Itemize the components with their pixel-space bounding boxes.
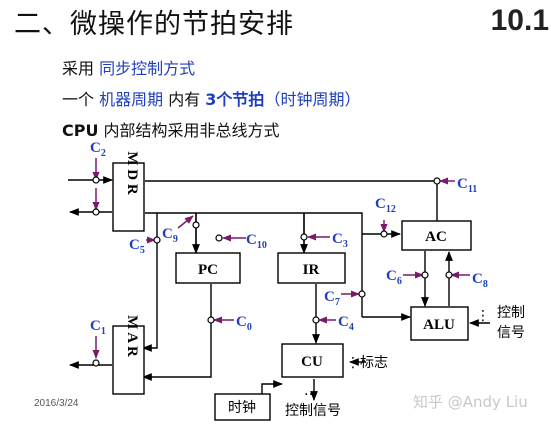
- data-lines: [68, 176, 490, 405]
- label-c9: C9: [162, 226, 178, 245]
- ir-label: IR: [303, 262, 320, 278]
- alu-control-label-top: 控制: [497, 305, 525, 321]
- flag-label: 标志: [360, 355, 388, 371]
- label-c0: C0: [236, 314, 252, 333]
- control-labels: C2 C9 C5 C10 C3 C12 C11 C6 C8 C7 C0 C4 C…: [90, 140, 488, 337]
- bullet-text: 内有: [163, 90, 206, 109]
- label-c7: C7: [324, 289, 340, 308]
- slide-title: 二、微操作的节拍安排: [14, 9, 294, 40]
- slide-date: 2016/3/24: [34, 398, 79, 409]
- alu-label: ALU: [423, 317, 455, 333]
- ir-register: [277, 252, 346, 284]
- bullet-highlight: 同步控制方式: [99, 59, 196, 78]
- mdr-label: M D R: [124, 151, 140, 194]
- label-c5: C5: [129, 237, 145, 256]
- alu-unit: [410, 306, 469, 341]
- bullet-highlight: （时钟周期）: [264, 90, 361, 109]
- bullet-sync-control: 采用 同步控制方式: [62, 55, 195, 79]
- mar-label: M A R: [124, 315, 140, 357]
- ac-register: [401, 220, 472, 251]
- label-c8: C8: [472, 271, 488, 290]
- section-number: 10.1: [490, 4, 549, 37]
- dots-alu: ⋮: [476, 308, 490, 324]
- bullet-highlight: 3个节拍: [205, 90, 265, 109]
- bullet-machine-cycle: 一个 机器周期 内有 3个节拍（时钟周期）: [62, 86, 360, 110]
- label-c10: C10: [246, 232, 267, 251]
- label-c1: C1: [90, 318, 106, 337]
- label-c12: C12: [375, 196, 396, 215]
- dots-flag: ⋮: [346, 355, 360, 371]
- junction-dots: [92, 176, 453, 367]
- bullet-text: 内部结构采用非总线方式: [98, 121, 280, 140]
- mdr-register: [112, 162, 145, 232]
- label-c11: C11: [457, 176, 477, 195]
- watermark: 知乎 @Andy Liu: [413, 393, 528, 411]
- cu-label: CU: [301, 354, 323, 370]
- label-c2: C2: [90, 140, 106, 159]
- bullet-cpu: CPU: [62, 121, 99, 140]
- clock-unit: [214, 393, 271, 421]
- label-c3: C3: [332, 231, 348, 250]
- bullet-text: 一个: [62, 90, 100, 109]
- label-c4: C4: [338, 314, 354, 333]
- clock-label: 时钟: [228, 399, 256, 416]
- dots-cu-out: …: [304, 383, 318, 399]
- control-signals-label: 控制信号: [285, 403, 341, 419]
- control-signal-arrows: [92, 158, 470, 359]
- pc-label: PC: [198, 262, 218, 278]
- ac-label: AC: [425, 229, 447, 245]
- mar-register: [112, 325, 145, 395]
- pc-register: [175, 252, 241, 284]
- bullet-highlight: 机器周期: [99, 90, 164, 109]
- cu-unit: [281, 343, 344, 378]
- alu-control-label-bottom: 信号: [497, 325, 525, 341]
- bullet-cpu-structure: CPU 内部结构采用非总线方式: [62, 117, 280, 141]
- label-c6: C6: [386, 268, 402, 287]
- bullet-text: 采用: [62, 59, 100, 78]
